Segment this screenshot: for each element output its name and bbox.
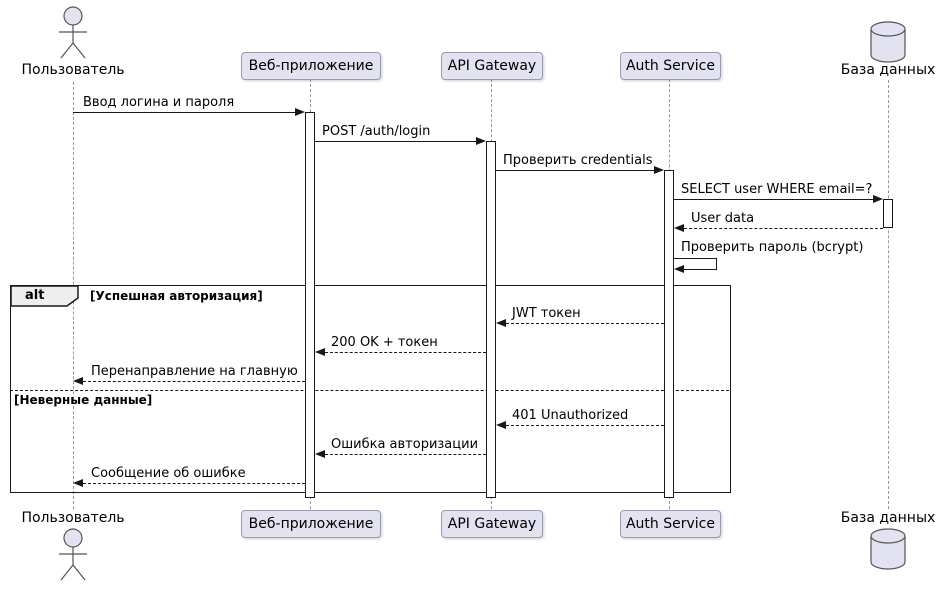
message-return-line [325, 454, 486, 455]
activation-webapp [305, 112, 315, 498]
arrowhead-right-icon [654, 166, 664, 174]
message-return-line [684, 228, 883, 229]
lifeline-db [888, 80, 889, 509]
message-return-line [506, 323, 664, 324]
activation-apigw [486, 141, 496, 498]
actor-icon [59, 528, 87, 581]
participant-box-auth-bottom: Auth Service [620, 510, 721, 538]
message-return-line [325, 352, 486, 353]
message-return-line [506, 425, 664, 426]
arrowhead-left-icon [496, 319, 506, 327]
message-return-line [83, 381, 305, 382]
alt-operator-label: alt [25, 288, 45, 303]
message-label: Сообщение об ошибке [91, 466, 246, 481]
arrowhead-right-icon [873, 195, 883, 203]
activation-auth [664, 170, 674, 498]
arrowhead-left-icon [674, 265, 684, 273]
participant-box-webapp-bottom: Веб-приложение [241, 510, 381, 538]
message-label: 401 Unauthorized [512, 408, 629, 423]
message-label: Перенаправление на главную [91, 364, 298, 379]
message-arrow-line [496, 170, 655, 171]
activation-db [883, 199, 893, 228]
message-label: Ошибка авторизации [331, 437, 479, 452]
self-message-bottom-line [684, 269, 717, 270]
message-arrow-line [73, 112, 296, 113]
arrowhead-left-icon [315, 450, 325, 458]
message-label: SELECT user WHERE email=? [681, 182, 873, 197]
alt-fragment-frame [10, 285, 731, 493]
alt-operator-pentagon [10, 285, 79, 307]
participant-box-webapp-top: Веб-приложение [241, 52, 381, 80]
actor-icon [59, 6, 87, 59]
message-label: Проверить пароль (bcrypt) [681, 240, 864, 255]
message-label: POST /auth/login [322, 124, 431, 139]
alt-condition-failure: [Неверные данные] [14, 393, 153, 407]
arrowhead-left-icon [73, 377, 83, 385]
self-message-top-line [674, 258, 717, 259]
self-message-side-line [716, 258, 717, 270]
message-label: User data [691, 211, 755, 226]
participant-label-user-bottom: Пользователь [21, 510, 125, 526]
arrowhead-right-icon [295, 108, 305, 116]
message-label: JWT токен [512, 306, 581, 321]
alt-condition-success: [Успешная авторизация] [90, 289, 263, 303]
participant-label-db-top: База данных [840, 62, 936, 78]
database-icon [870, 21, 906, 63]
message-label: 200 OK + токен [331, 335, 438, 350]
participant-label-db-bottom: База данных [840, 510, 936, 526]
participant-box-apigw-bottom: API Gateway [441, 510, 543, 538]
alt-else-divider [10, 390, 729, 391]
message-return-line [83, 483, 305, 484]
participant-box-apigw-top: API Gateway [441, 52, 543, 80]
message-arrow-line [674, 199, 874, 200]
message-arrow-line [315, 141, 477, 142]
arrowhead-right-icon [476, 137, 486, 145]
message-label: Ввод логина и пароля [83, 95, 235, 110]
arrowhead-left-icon [496, 421, 506, 429]
arrowhead-left-icon [315, 348, 325, 356]
message-label: Проверить credentials [503, 153, 653, 168]
arrowhead-left-icon [73, 479, 83, 487]
participant-label-user-top: Пользователь [21, 62, 125, 78]
arrowhead-left-icon [674, 224, 684, 232]
database-icon [870, 528, 906, 570]
participant-box-auth-top: Auth Service [620, 52, 721, 80]
